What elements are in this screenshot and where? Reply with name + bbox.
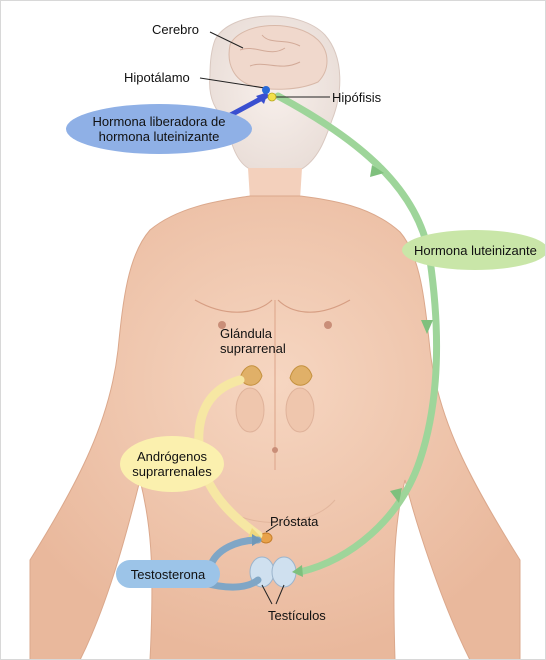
gnrh-bubble: Hormona liberadora de hormona luteinizan…: [66, 104, 252, 154]
cerebro-label: Cerebro: [152, 22, 199, 37]
gnrh-label-line2: hormona luteinizante: [93, 129, 226, 144]
adrenal-label-line1: Glándula: [220, 326, 286, 341]
testosterone-bubble: Testosterona: [116, 560, 220, 588]
testosterone-label: Testosterona: [131, 567, 205, 582]
lh-label: Hormona luteinizante: [414, 243, 537, 258]
brain-shape: [229, 25, 327, 89]
hipofisis-label: Hipófisis: [332, 90, 381, 105]
hipotalamo-label: Hipotálamo: [124, 70, 190, 85]
hypophysis-dot: [268, 93, 276, 101]
androgens-bubble: Andrógenos suprarrenales: [120, 436, 224, 492]
adrenal-gland-label: Glándula suprarrenal: [220, 326, 286, 356]
androgens-label-line1: Andrógenos: [132, 449, 212, 464]
gnrh-label-line1: Hormona liberadora de: [93, 114, 226, 129]
prostata-label: Próstata: [270, 514, 318, 529]
adrenal-label-line2: suprarrenal: [220, 341, 286, 356]
head: [210, 16, 340, 200]
androgens-label-line2: suprarrenales: [132, 464, 212, 479]
lh-bubble: Hormona luteinizante: [402, 230, 546, 270]
hypothalamus-dot: [262, 86, 270, 94]
testiculos-label: Testículos: [268, 608, 326, 623]
